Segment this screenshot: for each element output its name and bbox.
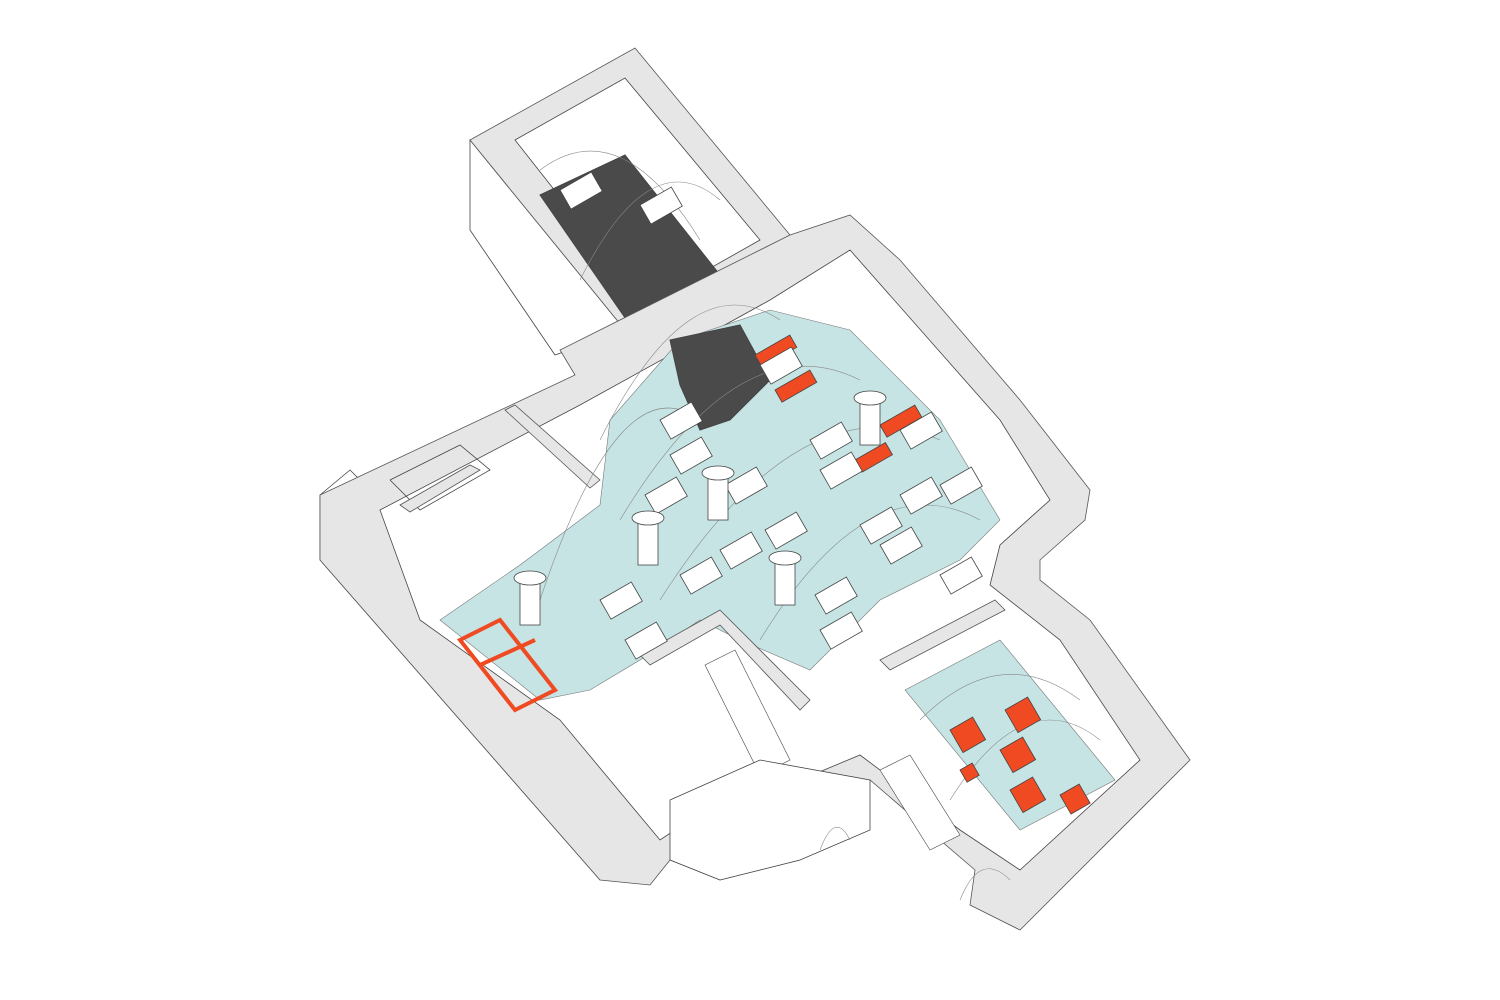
table <box>899 476 943 515</box>
table <box>759 346 803 385</box>
column <box>519 579 541 626</box>
accent-table <box>999 736 1037 774</box>
table <box>809 421 853 460</box>
door-arch <box>959 868 1011 901</box>
main-building <box>319 214 1191 931</box>
table <box>879 526 923 565</box>
table <box>724 466 768 505</box>
service-partition-2 <box>504 404 601 489</box>
table <box>899 411 943 450</box>
furniture <box>559 171 983 660</box>
table <box>624 621 668 660</box>
south-room-divider <box>879 599 1006 671</box>
vault-arc <box>919 673 1081 721</box>
column-capital <box>631 510 665 526</box>
vault-arc <box>539 150 701 241</box>
stairs-lower <box>879 754 961 851</box>
vault-arc <box>599 304 781 441</box>
stairs <box>704 649 791 776</box>
column-capital <box>768 550 802 566</box>
accent-table <box>774 369 818 403</box>
accent-frame-bar <box>479 638 536 667</box>
accent-table <box>959 762 980 783</box>
column <box>637 519 659 566</box>
table <box>599 581 643 620</box>
columns <box>513 390 887 626</box>
column-capital <box>513 570 547 586</box>
table <box>669 436 713 475</box>
table <box>819 451 863 490</box>
table <box>939 466 983 505</box>
column <box>859 399 881 446</box>
accent-table <box>1009 776 1047 814</box>
table <box>559 171 603 210</box>
table <box>644 476 688 515</box>
accent-frame <box>456 617 559 713</box>
stair-wall <box>639 609 811 711</box>
entry-arch <box>819 827 851 851</box>
vault-arc <box>619 365 861 521</box>
column-capital <box>853 390 887 406</box>
table <box>639 186 683 225</box>
main-dark-floor <box>669 324 771 431</box>
accent-table <box>1004 696 1042 734</box>
column-capital <box>701 465 735 481</box>
table <box>859 506 903 545</box>
table <box>819 611 863 650</box>
accent-furniture <box>456 334 1091 815</box>
table <box>679 556 723 595</box>
column <box>774 559 796 606</box>
column <box>707 474 729 521</box>
south-room-floor <box>904 639 1116 831</box>
table <box>939 556 983 595</box>
table <box>764 511 808 550</box>
table <box>719 531 763 570</box>
table <box>814 576 858 615</box>
service-partition <box>399 464 481 513</box>
accent-table <box>754 334 798 368</box>
table <box>659 401 703 440</box>
accent-table <box>949 716 987 754</box>
accent-table <box>1059 783 1091 815</box>
vault-arc <box>579 181 721 281</box>
